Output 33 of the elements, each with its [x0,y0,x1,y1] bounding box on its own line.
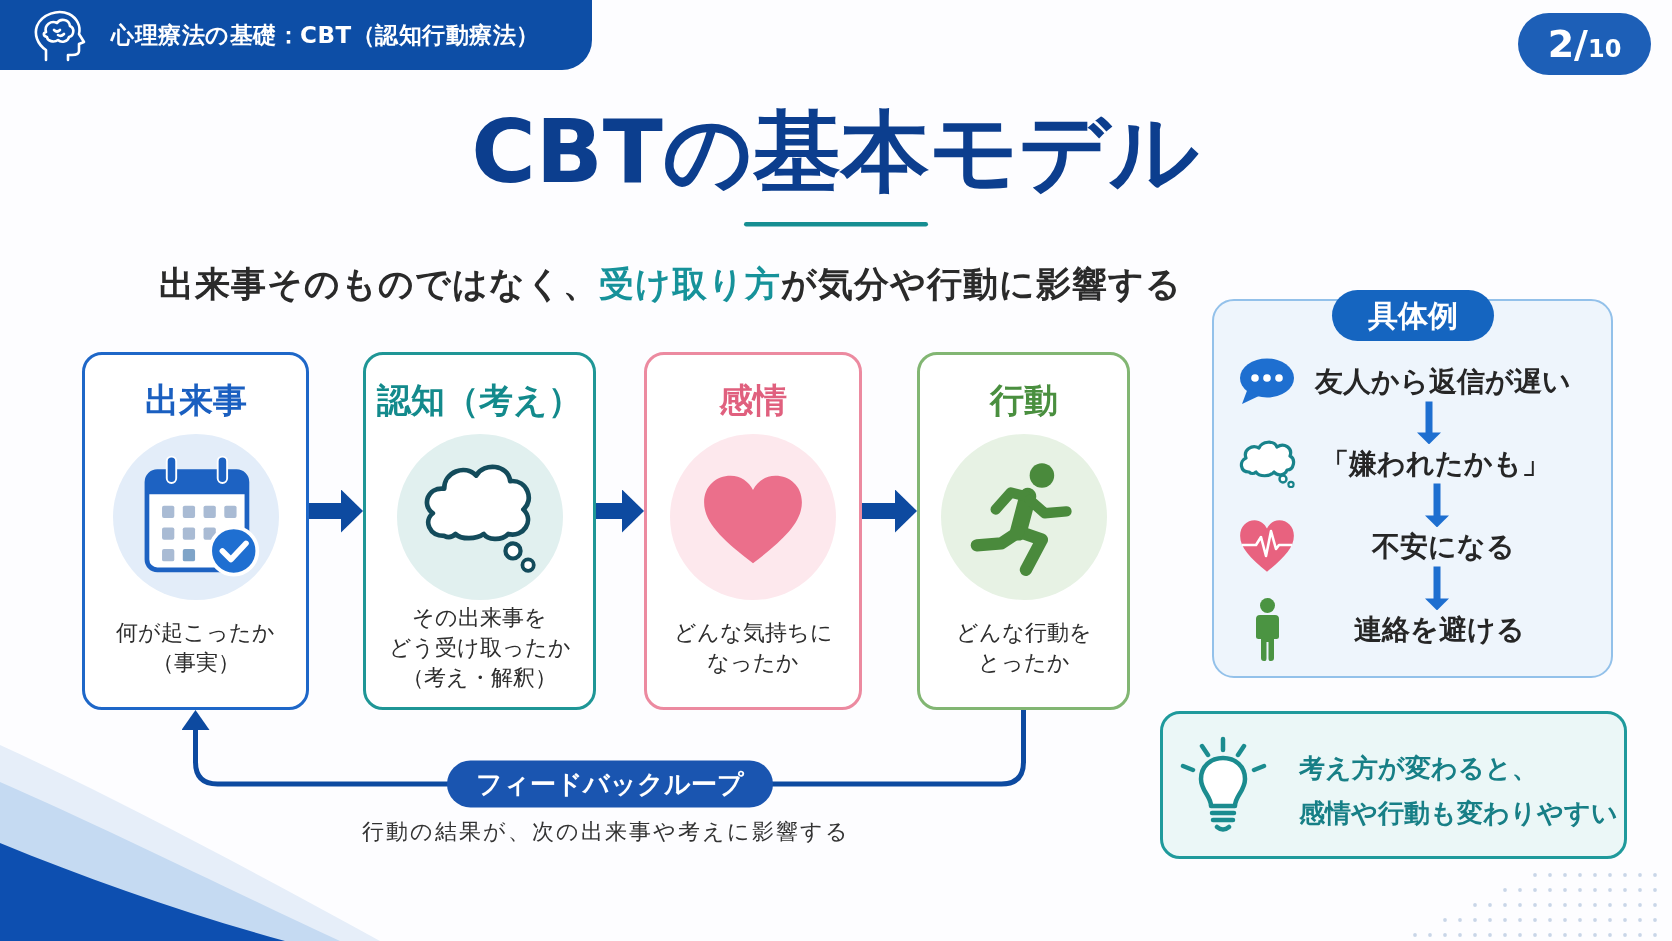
header-title: 心理療法の基礎：CBT（認知行動療法） [111,20,540,50]
box-heading: 出来事 [144,379,247,421]
panel-heading: 具体例 [1331,290,1494,341]
box-description: その出来事をどう受け取ったか（考え・解釈） [388,604,571,692]
box-heading: 認知（考え） [377,379,582,421]
edge-label: フィードバックループ [446,760,773,808]
tip-box [1160,711,1627,859]
process-box [363,352,596,710]
page-number: 2/10 [1518,13,1651,75]
process-box [917,352,1130,710]
arrow [862,489,917,533]
example-panel [1212,290,1613,678]
box-description: 何が起こったか（事実） [116,619,275,677]
box-heading: 感情 [719,379,787,421]
example-text: 不安になる [1371,527,1515,567]
box-description: どんな行動をとったか [955,619,1092,677]
process-box [644,352,862,710]
arrow [1425,483,1449,528]
box-heading: 行動 [989,379,1058,421]
example-text: 「嫌われたかも」 [1320,444,1550,484]
process-box [82,352,309,710]
arrow [309,489,363,533]
arrow [596,489,644,533]
box-description: どんな気持ちになったか [673,619,833,677]
subtitle: 出来事そのものではなく、受け取り方が気分や行動に影響する [158,262,1182,306]
arrow [1417,401,1441,445]
example-text: 友人から返信が遅い [1315,362,1571,402]
title: CBTの基本モデル [471,101,1199,203]
tip-text: 考え方が変わると、感情や行動も変わりやすい [1299,752,1618,830]
header-band [0,0,592,70]
note-text: 行動の結果が、次の出来事や考えに影響する [362,818,850,846]
arrow [1425,566,1449,611]
example-text: 連絡を避ける [1353,610,1525,650]
